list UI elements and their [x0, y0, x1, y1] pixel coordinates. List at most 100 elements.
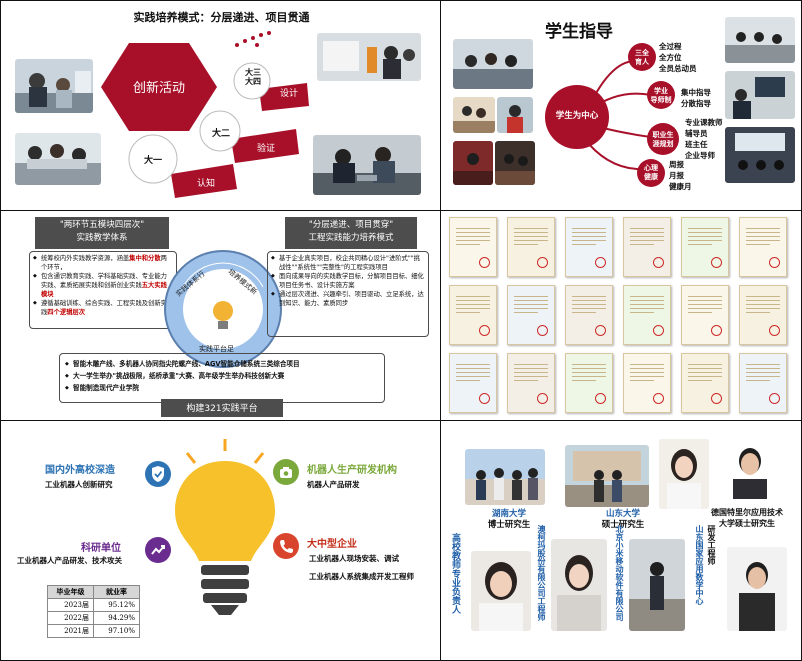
- photo-alumni-teacher: [471, 551, 531, 631]
- right-list: 基于企业真实项目，校企共同精心设计"进阶式""挑战性""系统性""完整性"的工程…: [271, 254, 426, 308]
- table-cell: 95.12%: [93, 598, 140, 612]
- guidance-diagram: [545, 43, 679, 187]
- center-circle: [164, 250, 282, 368]
- bottom-item-2: 大一学生举办"挑战极限，纸桥承重"大赛、高年级学生举办科技创新大赛: [65, 370, 381, 382]
- certificate-thumbnail: [739, 217, 787, 277]
- stage-action-1: 认知: [196, 179, 215, 189]
- certificate-thumbnail: [507, 285, 555, 345]
- caption-3-line-2: 大学硕士研究生: [719, 519, 775, 528]
- stage-level-3: 大三 大四: [245, 68, 261, 86]
- photo-alumni-engineer: [551, 539, 607, 631]
- hexagon-label: 创新活动: [132, 81, 185, 96]
- phone-icon: [273, 533, 299, 559]
- path-desc-1: 工业机器人创新研究: [45, 480, 113, 489]
- alumni-panel: 湖南大学 博士研究生 山东大学 硕士研究生 德国特里尔应用技术 大学硕士研究生 …: [440, 420, 802, 661]
- path-title-1: 国内外高校深造: [45, 465, 115, 476]
- left-item-2: 包含通识教育实践、学科基础实践、专业能力实践、素质拓展实践和创新创业实践五大实践…: [33, 272, 173, 299]
- caption-1-line-2: 博士研究生: [487, 520, 531, 530]
- node-item: 辅导员: [685, 129, 708, 138]
- certificate-thumbnail: [623, 353, 671, 413]
- table-row: 2023届 95.12%: [47, 598, 140, 612]
- caption-1-line-1: 湖南大学: [491, 509, 526, 519]
- photo-alumni-woman: [659, 439, 709, 509]
- certificate-thumbnail: [565, 217, 613, 277]
- table-cell: 2022届: [47, 611, 94, 625]
- node-items-1: 全过程 全方位 全员总动员: [659, 41, 697, 74]
- certificate-thumbnail: [449, 353, 497, 413]
- decor-dots: [235, 31, 271, 47]
- innovation-hexagon: [101, 43, 217, 131]
- panel-title: 实践培养模式：分层递进、项目贯通: [133, 11, 310, 24]
- node-item: 全过程: [659, 42, 682, 51]
- left-item-1: 统筹校内外实践教学资源，涵盖集中和分散两个环节，: [33, 254, 173, 272]
- certificate-thumbnail: [681, 217, 729, 277]
- caption-2-line-1: 山东大学: [605, 509, 640, 519]
- table-cell: 2023届: [47, 598, 94, 612]
- left-title-line-1: "两环节五模块四层次": [59, 220, 145, 230]
- photo-soldering: [313, 135, 421, 195]
- certificate-thumbnail: [449, 217, 497, 277]
- caption-3-line-1: 德国特里尔应用技术: [711, 508, 783, 517]
- certificate-thumbnail: [565, 353, 613, 413]
- path-title-3: 机器人生产研发机构: [307, 465, 397, 476]
- vertical-label-2: 澳柯玛股份有限公司工程师: [537, 525, 546, 621]
- photo-alumni-pair: [565, 445, 649, 507]
- path-desc-4b: 工业机器人系统集成开发工程师: [309, 572, 414, 581]
- student-guidance-panel: 学生指导 学生为中心 三全 育人 学业 导师制 职业生 涯规划 心理 健康 全过…: [440, 0, 802, 211]
- table-row: 2022届 94.29%: [47, 611, 140, 625]
- right-title-line-2: 工程实践能力培养模式: [308, 233, 394, 243]
- trend-up-icon: [145, 537, 171, 563]
- certificates-panel: [440, 210, 802, 421]
- certificate-thumbnail: [681, 285, 729, 345]
- camera-icon: [273, 459, 299, 485]
- right-title-line-1: "分层递进、项目贯穿": [308, 220, 394, 230]
- employment-table: 毕业年级 就业率 2023届 95.12% 2022届 94.29% 2021届…: [47, 585, 140, 638]
- node-item: 班主任: [685, 140, 708, 149]
- caption-2: 山东大学 硕士研究生: [581, 509, 665, 531]
- right-item-2: 面向成果导向的实践教学目标，分解项目目标、细化项目任务书、设计实施方案: [271, 272, 426, 290]
- certificate-thumbnail: [507, 353, 555, 413]
- left-item-3: 遵循基础训练、综合实践、工程实践及创新实践四个逻辑层次: [33, 299, 173, 317]
- node-item: 专业课教师: [685, 118, 723, 127]
- stage-action-3: 设计: [279, 89, 298, 99]
- item-highlight: 五大实践模块: [41, 282, 167, 298]
- table-header-row: 毕业年级 就业率: [47, 585, 140, 599]
- path-title-2: 科研单位: [81, 543, 121, 554]
- path-desc-4: 工业机器人现场安装、调试: [309, 554, 399, 563]
- left-title-box: [35, 217, 169, 249]
- photo-lab-students: [15, 59, 93, 113]
- platform-banner: [161, 399, 283, 417]
- photo-meeting-2: [453, 97, 495, 133]
- item-highlight: 三类综合项目: [260, 360, 300, 368]
- photo-alumni-group: [465, 449, 545, 505]
- table-header: 毕业年级: [47, 585, 94, 599]
- certificate-thumbnail: [449, 285, 497, 345]
- photo-classroom-3: [725, 127, 795, 183]
- node-item: 月报: [669, 171, 684, 180]
- path-desc-2: 工业机器人产品研发、技术攻关: [17, 556, 122, 565]
- shield-check-icon: [145, 461, 171, 487]
- platform-label: 构建321实践平台: [186, 404, 258, 414]
- table-header: 就业率: [93, 585, 140, 599]
- node-items-2: 集中指导 分散指导: [681, 87, 711, 109]
- right-title-box: [285, 217, 417, 249]
- left-list: 统筹校内外实践教学资源，涵盖集中和分散两个环节， 包含通识教育实践、学科基础实践…: [33, 254, 173, 317]
- item-text: 包含通识教育实践、学科基础实践、专业能力实践、素质拓展实践和创新创业实践: [41, 273, 167, 289]
- caption-2-line-2: 硕士研究生: [601, 520, 645, 530]
- item-text: 智能木雕产线、多机器人协同指尖陀螺产线、AGV智能仓储系统: [73, 360, 261, 368]
- vertical-label-1: 高校教师专业负责人: [450, 533, 460, 614]
- photo-alumni-math-center: [727, 547, 787, 631]
- right-item-1: 基于企业真实项目，校企共同精心设计"进阶式""挑战性""系统性""完整性"的工程…: [271, 254, 426, 272]
- node-item: 健康月: [669, 182, 692, 191]
- lightbulb-icon: [175, 439, 275, 615]
- stage-shapes: [128, 62, 309, 198]
- bottom-list: 智能木雕产线、多机器人协同指尖陀螺产线、AGV智能仓储系统三类综合项目 大一学生…: [65, 358, 381, 394]
- stage-level-1: 大一: [143, 156, 162, 166]
- vertical-label-5: 研发工程师: [707, 525, 716, 565]
- certificate-thumbnail: [681, 353, 729, 413]
- node-item: 全方位: [659, 53, 682, 62]
- item-text: 统筹校内外实践教学资源，涵盖: [41, 255, 130, 262]
- item-highlight: 四个逻辑层次: [47, 309, 86, 316]
- item-highlight: 集中和分散: [129, 255, 161, 262]
- right-item-3: 通过层次递进、兴趣牵引、项目驱动、立足系统，达到知识、能力、素质同步: [271, 290, 426, 308]
